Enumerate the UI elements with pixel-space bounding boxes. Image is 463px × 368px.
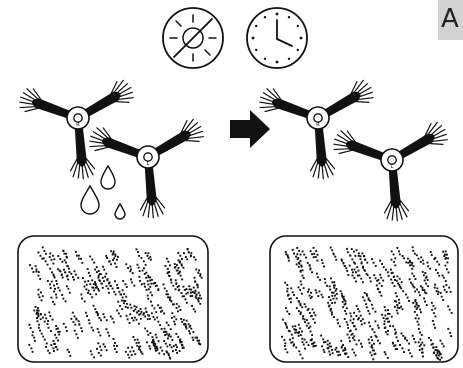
- water-drops-icon: [80, 164, 126, 220]
- step-tag: A: [438, 0, 463, 40]
- floor-panel-left: [17, 235, 209, 363]
- floor-panel-right: [269, 235, 459, 363]
- side-brush-left-wet: L: [87, 116, 207, 219]
- svg-text:R: R: [76, 122, 80, 128]
- svg-text:R: R: [316, 122, 320, 128]
- side-brush-left-dry: L: [331, 119, 451, 222]
- side-brush-right-wet: R: [17, 77, 137, 180]
- svg-text:L: L: [147, 161, 150, 167]
- right-arrow-icon: [230, 110, 270, 148]
- clock-icon: [246, 7, 308, 69]
- side-brush-right-dry: R: [257, 77, 377, 180]
- step-label: A: [441, 4, 459, 34]
- svg-text:L: L: [391, 164, 394, 170]
- dirt-dots: [28, 246, 453, 361]
- sun-crossed-out-icon: [162, 7, 224, 69]
